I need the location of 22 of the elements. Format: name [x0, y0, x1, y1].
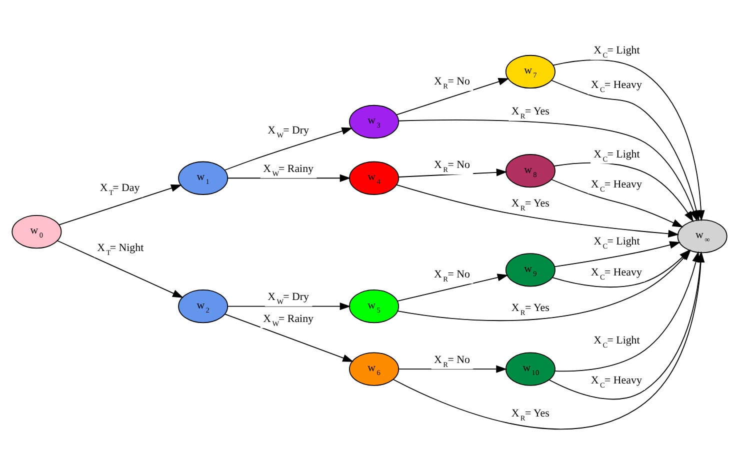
edge-label: X$_{C}$= Heavy: [590, 374, 642, 390]
edge-label: X$_{R}$= No: [434, 159, 470, 174]
edge-label: X$_{W}$= Dry: [268, 124, 309, 140]
edge-label: X$_{W}$= Rainy: [263, 312, 314, 328]
edge-label: X$_{T}$= Day: [100, 182, 140, 197]
edge-label: X$_{C}$= Light: [594, 148, 640, 164]
edge-label: X$_{C}$= Heavy: [590, 79, 642, 94]
edge-label: X$_{C}$= Light: [594, 236, 640, 251]
edge-label: X$_{R}$= Yes: [511, 197, 550, 212]
edge-label: X$_{R}$= No: [434, 268, 470, 284]
edge-label: X$_{C}$= Light: [594, 334, 640, 350]
edge-label: X$_{R}$= Yes: [511, 106, 550, 121]
edge-label: X$_{R}$= Yes: [511, 302, 550, 317]
edge-label: X$_{R}$= No: [434, 76, 470, 91]
edge-label: X$_{C}$= Heavy: [590, 266, 642, 282]
edge-label: X$_{W}$= Dry: [268, 291, 309, 306]
edge-label: X$_{R}$= No: [434, 354, 470, 369]
edge-label: X$_{R}$= Yes: [511, 407, 550, 422]
edge-label: X$_{W}$= Rainy: [263, 162, 314, 178]
edge-label: X$_{C}$= Light: [594, 44, 640, 60]
edge-label: X$_{T}$= Night: [97, 242, 144, 257]
edge-label: X$_{C}$= Heavy: [590, 178, 642, 194]
